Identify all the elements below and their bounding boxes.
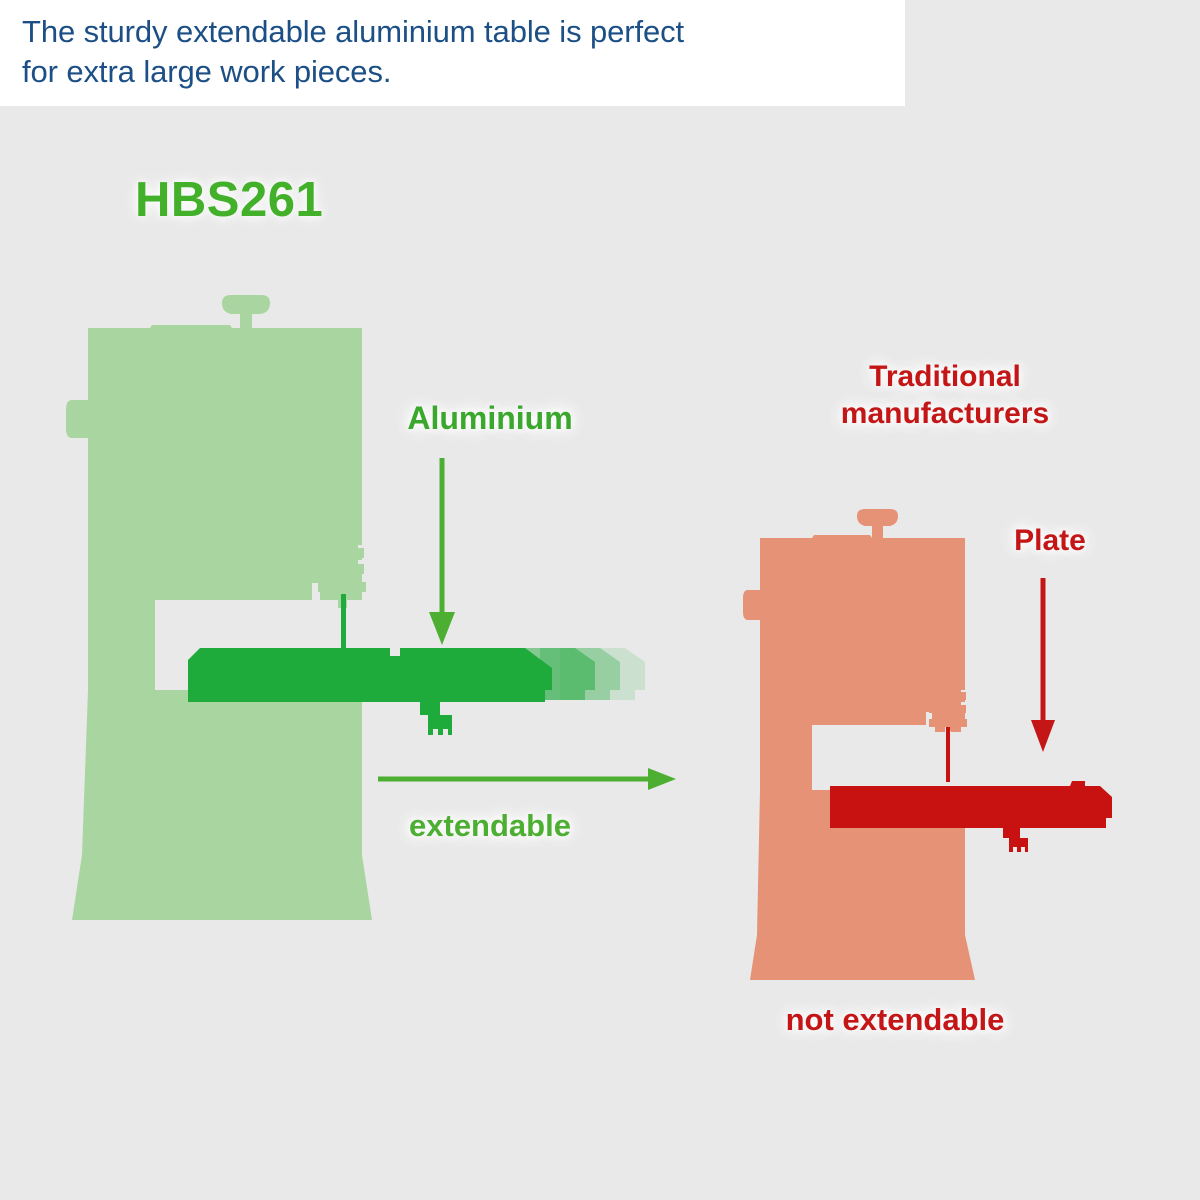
extendable-right-arrow-icon (378, 768, 676, 790)
header-caption: The sturdy extendable aluminium table is… (22, 14, 685, 89)
red-machine-side-tab (743, 590, 760, 620)
label-aluminium: Aluminium (407, 400, 573, 436)
red-machine-body (760, 535, 965, 790)
label-plate: Plate (1014, 524, 1086, 557)
green-machine-body (88, 325, 362, 690)
green-table (188, 648, 552, 735)
hbs261-machine-graphic (66, 295, 645, 920)
aluminium-down-arrow-icon (429, 458, 455, 645)
red-table (830, 781, 1112, 852)
green-machine-top-knob (222, 295, 270, 328)
plate-down-arrow-icon (1031, 578, 1055, 752)
label-traditional-manufacturers: Traditional manufacturers (840, 360, 1050, 430)
green-saw-blade (341, 594, 346, 650)
green-blade-guide-head (318, 541, 366, 598)
green-machine-side-tab (66, 400, 88, 438)
label-not-extendable: not extendable (785, 1002, 1005, 1037)
red-blade-guide-head (929, 686, 967, 732)
green-machine-base-column (72, 690, 372, 920)
red-machine-base-column (750, 790, 975, 980)
red-saw-blade (946, 727, 950, 782)
traditional-machine-graphic (743, 509, 1112, 980)
page-title: HBS261 (135, 173, 324, 227)
label-extendable: extendable (409, 808, 571, 843)
header-banner: The sturdy extendable aluminium table is… (0, 0, 905, 106)
red-machine-top-knob (857, 509, 898, 538)
